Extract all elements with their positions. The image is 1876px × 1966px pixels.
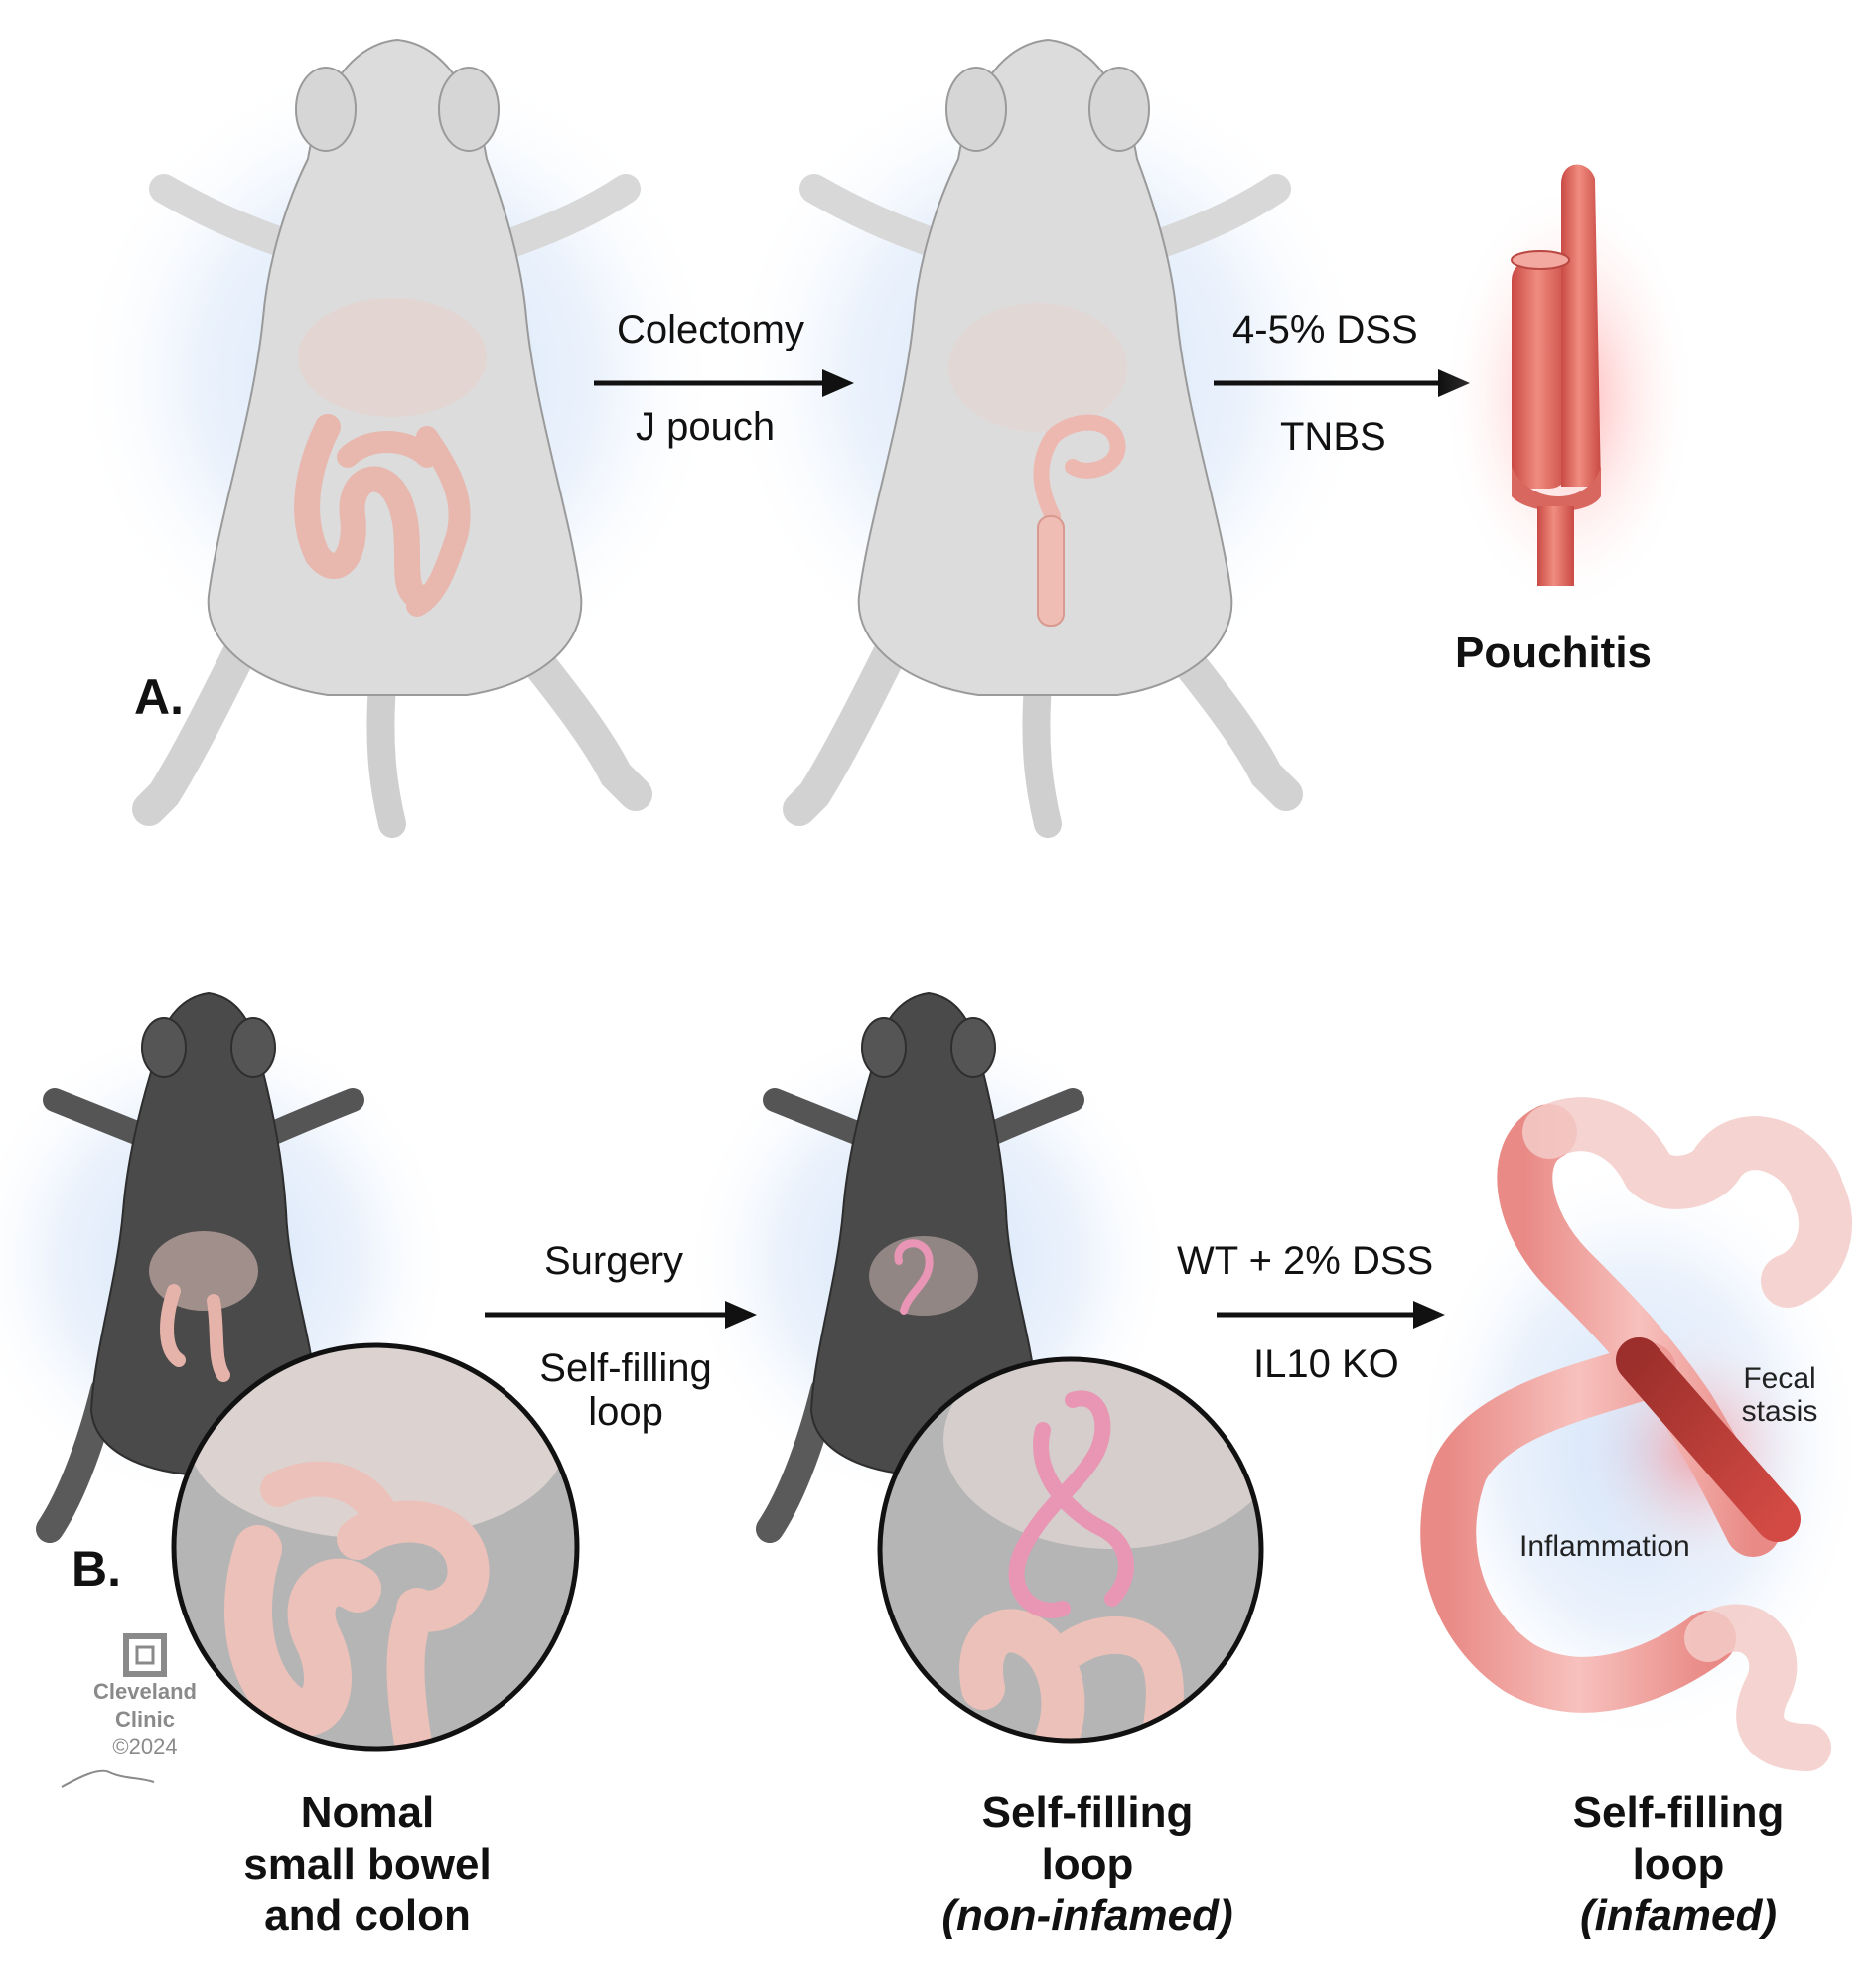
caption-non-inflamed-loop: Self-filling loop (non-infamed) [941,1788,1233,1940]
panel-a-letter: A. [134,669,184,725]
panel-b-letter: B. [72,1541,121,1597]
arrow-wt-dss [1217,1301,1445,1329]
cleveland-clinic-logo-text: Cleveland Clinic ©2024 [93,1679,197,1758]
label-dss: 4-5% DSS [1232,308,1418,351]
magnified-self-filling-loop [877,1356,1264,1744]
inflamed-loop [1410,1097,1867,1771]
label-self-filling-loop-step: Self-filling loop [539,1346,712,1434]
cleveland-clinic-logo [61,1633,167,1788]
magnified-normal-bowel [171,1342,580,1752]
arrow-surgery [485,1301,757,1329]
label-pouchitis: Pouchitis [1455,629,1653,677]
caption-inflamed-loop: Self-filling loop (infamed) [1572,1788,1785,1940]
white-mouse-j-pouch [720,38,1375,838]
white-mouse-normal [70,38,725,838]
pouchitis-pouch [1440,164,1698,616]
label-inflammation: Inflammation [1519,1530,1690,1563]
arrow-colectomy [594,369,854,397]
label-wt-dss: WT + 2% DSS [1177,1239,1434,1283]
label-j-pouch: J pouch [636,405,776,449]
label-colectomy: Colectomy [617,308,804,351]
caption-normal-bowel: Nomal small bowel and colon [243,1788,492,1940]
label-surgery: Surgery [544,1239,684,1283]
label-fecal-stasis: Fecal stasis [1741,1362,1818,1428]
label-tnbs: TNBS [1280,415,1386,459]
label-il10-ko: IL10 KO [1253,1342,1399,1386]
